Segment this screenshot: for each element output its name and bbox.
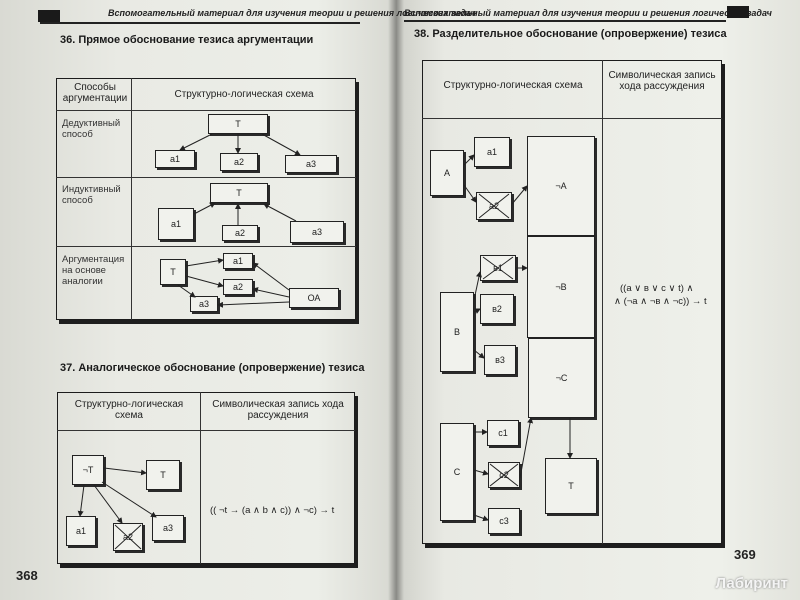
inductive-argument-box: a2: [222, 225, 258, 241]
table36-header-divider: [56, 110, 356, 111]
deductive-thesis-box: Т: [208, 114, 268, 134]
right-running-header: Вспомогательный материал для изучения те…: [404, 8, 772, 18]
arrow-line: [473, 469, 489, 476]
table36-row-divider: [56, 177, 356, 178]
cross-mark: [489, 463, 519, 487]
a1-box: a1: [474, 137, 510, 167]
neg-a-box: ¬A: [527, 136, 595, 236]
table37-col-divider: [200, 392, 201, 564]
thesis-box: Т: [146, 460, 180, 490]
cross-mark: [114, 524, 142, 550]
table36-col-divider: [131, 78, 132, 320]
section-38-table: [422, 60, 722, 544]
watermark: Лабиринт: [715, 575, 788, 592]
cross-mark: [478, 193, 510, 219]
arrow-line: [101, 481, 157, 518]
deductive-argument-box: a3: [285, 155, 337, 173]
analogy-thesis-box: Т: [160, 259, 186, 285]
left-running-header: Вспомогательный материал для изучения те…: [108, 8, 476, 18]
arrow-line: [217, 301, 290, 308]
section-37-formula: (( ¬t → (a ∧ b ∧ c)) ∧ ¬c) → t: [210, 505, 335, 516]
table36-method-inductive: Индуктивный способ: [62, 184, 121, 206]
c1-box: c1: [487, 420, 519, 446]
section-36-title: 36. Прямое обоснование тезиса аргументац…: [60, 34, 314, 46]
arrow-line: [463, 184, 477, 203]
table37-col1-header: Структурно-логическая схема: [74, 399, 184, 421]
thesis-box: Т: [545, 458, 597, 514]
arrow-line: [177, 284, 196, 298]
table36-col1-header: Способы аргументации: [62, 82, 128, 104]
analogy-oa-box: ОА: [289, 288, 339, 308]
neg-b-box: ¬B: [527, 236, 595, 338]
table38-col-divider: [602, 60, 603, 544]
table36-method-deductive: Дедуктивный способ: [62, 118, 121, 140]
arrow-line: [463, 154, 475, 166]
inductive-argument-box: a3: [290, 221, 344, 243]
table37-header-divider: [57, 430, 355, 431]
arrow-line: [103, 467, 147, 476]
left-header-block: [38, 10, 60, 22]
inductive-argument-box: a1: [158, 208, 194, 240]
right-page-number: 369: [734, 547, 756, 562]
left-header-rule: [40, 22, 360, 24]
argument-box: a3: [152, 515, 184, 541]
arrow-line: [261, 133, 301, 156]
arrow-line: [252, 262, 290, 291]
section-37-table: [57, 392, 355, 564]
arrow-line: [93, 484, 123, 524]
arrow-line: [473, 308, 481, 314]
b3-box: в3: [484, 345, 516, 375]
arrow-line: [473, 349, 485, 359]
c3-box: c3: [488, 508, 520, 534]
table36-col2-header: Структурно-логическая схема: [174, 89, 314, 100]
arrow-line: [473, 514, 489, 522]
neg-thesis-box: ¬Т: [72, 455, 104, 485]
table38-col1-header: Структурно-логическая схема: [443, 80, 583, 91]
a-box: A: [430, 150, 464, 196]
arrow-line: [473, 271, 482, 301]
table36-method-analogy: Аргументация на основе аналогии: [62, 254, 125, 287]
right-header-rule: [404, 20, 726, 22]
table37-col2-header: Символическая запись хода рассуждения: [212, 399, 344, 421]
section-37-title: 37. Аналогическое обоснование (опроверже…: [60, 362, 365, 374]
c-box: C: [440, 423, 474, 521]
book-spine-shadow: [388, 0, 404, 600]
arrow-line: [185, 257, 224, 267]
b-box: B: [440, 292, 474, 372]
neg-c-box: ¬C: [528, 338, 595, 418]
section-38-formula-line1: ((a ∨ в ∨ c ∨ t) ∧: [620, 283, 694, 294]
arrow-line: [263, 203, 297, 222]
cross-mark: [482, 256, 514, 280]
arrow-line: [185, 275, 224, 288]
section-36-table: [56, 78, 356, 320]
table38-col2-header: Символическая запись хода рассуждения: [608, 70, 716, 92]
argument-box: a1: [66, 516, 96, 546]
arrow-line: [77, 484, 85, 517]
section-38-title: 38. Разделительное обоснование (опроверж…: [414, 28, 727, 40]
arrow-line: [193, 202, 216, 215]
left-page-number: 368: [16, 568, 38, 583]
table36-row-divider: [56, 246, 356, 247]
arrow-line: [252, 287, 290, 298]
analogy-argument-box: a1: [223, 253, 253, 269]
right-header-block: [727, 6, 749, 18]
deductive-argument-box: a1: [155, 150, 195, 168]
inductive-thesis-box: Т: [210, 183, 268, 203]
arrow-line: [179, 133, 213, 151]
arrow-line: [511, 185, 528, 205]
arrow-line: [519, 417, 534, 479]
section-38-formula-line2: ∧ (¬a ∧ ¬в ∧ ¬c)) → t: [614, 296, 707, 307]
table38-header-divider: [422, 118, 722, 119]
